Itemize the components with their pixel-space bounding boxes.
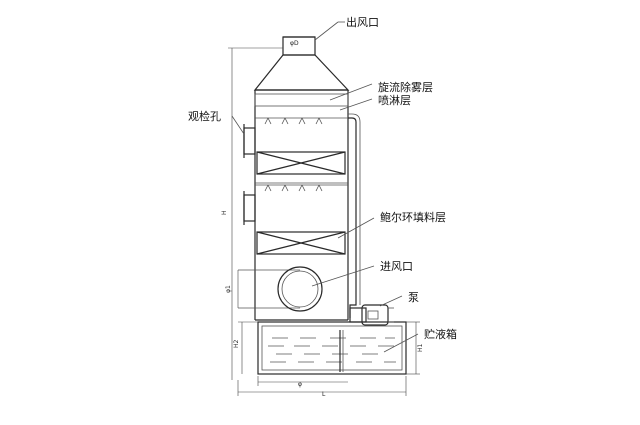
- pump: [349, 304, 394, 326]
- tank-right-dimension: H1: [406, 321, 424, 375]
- tank-height-label: H2: [233, 339, 240, 348]
- outlet-dia-label: φD: [290, 40, 299, 47]
- tower-body: [254, 90, 349, 320]
- label-inlet: 进风口: [311, 260, 413, 287]
- height-dimension: H: [221, 47, 283, 380]
- inspection-hole-lower: [243, 191, 256, 225]
- packing-layer-lower: [256, 231, 346, 255]
- label-pump: 泵: [379, 291, 419, 307]
- tank-right-height-label: H1: [417, 343, 424, 352]
- tank-width-label: φ: [298, 381, 302, 388]
- inlet-duct: φ1: [225, 266, 323, 312]
- outlet-duct: φD: [282, 36, 316, 56]
- circulation-pipe: [348, 113, 361, 318]
- inspection-label: 观检孔: [188, 109, 221, 123]
- label-outlet: 出风口: [314, 15, 379, 41]
- inlet-label: 进风口: [380, 260, 413, 273]
- label-inspection: 观检孔: [188, 109, 245, 135]
- label-tank: 贮液箱: [383, 327, 457, 353]
- label-spray: 喷淋层: [339, 94, 411, 111]
- bottom-width-dimension: φ: [257, 376, 348, 388]
- packing-layer-upper: [256, 151, 346, 175]
- overall-width-label: L: [322, 391, 326, 398]
- pump-label: 泵: [408, 291, 419, 304]
- inspection-hole-upper: [243, 124, 256, 158]
- demister-layer: [254, 93, 349, 107]
- spray-label: 喷淋层: [378, 94, 411, 107]
- cone-hood: [253, 54, 350, 91]
- spray-layer-lower: [255, 184, 348, 192]
- outlet-label: 出风口: [346, 15, 379, 29]
- spray-layer-upper: [255, 117, 348, 125]
- height-label: H: [221, 210, 228, 215]
- storage-tank: [257, 321, 407, 375]
- overall-width-dimension: L: [237, 376, 407, 398]
- label-packing: 鲍尔环填料层: [337, 210, 446, 239]
- tank-label: 贮液箱: [424, 327, 457, 341]
- label-demister: 旋流除雾层: [329, 80, 433, 101]
- packing-label: 鲍尔环填料层: [380, 210, 446, 224]
- tank-height-dimension: H2: [233, 321, 258, 374]
- inlet-dia-label: φ1: [225, 285, 232, 293]
- demister-label: 旋流除雾层: [378, 80, 433, 94]
